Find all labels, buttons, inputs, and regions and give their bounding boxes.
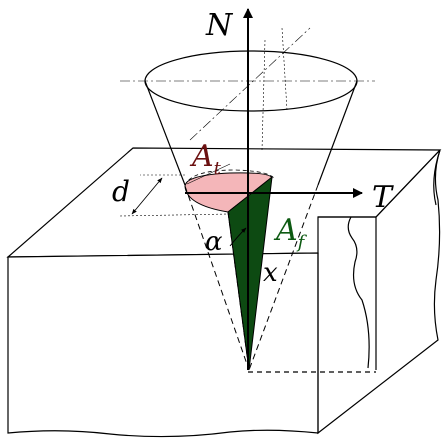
alpha-angle-arc bbox=[229, 227, 247, 247]
contact-area-dashed-back bbox=[184, 169, 276, 187]
cone-dashed-lines bbox=[184, 184, 319, 371]
label-T: T bbox=[372, 180, 394, 215]
groove-wall-edge bbox=[347, 216, 370, 369]
groove-wall bbox=[318, 216, 377, 370]
label-x: x bbox=[263, 258, 278, 288]
label-alpha: α bbox=[205, 227, 223, 257]
label-At: At bbox=[189, 139, 222, 179]
label-N: N bbox=[205, 8, 234, 43]
d-dimension-arrow bbox=[131, 177, 163, 215]
block-right-edge bbox=[433, 149, 441, 206]
block-right-face bbox=[317, 149, 441, 435]
flank-area-Af bbox=[227, 175, 273, 371]
label-d: d bbox=[112, 175, 130, 208]
